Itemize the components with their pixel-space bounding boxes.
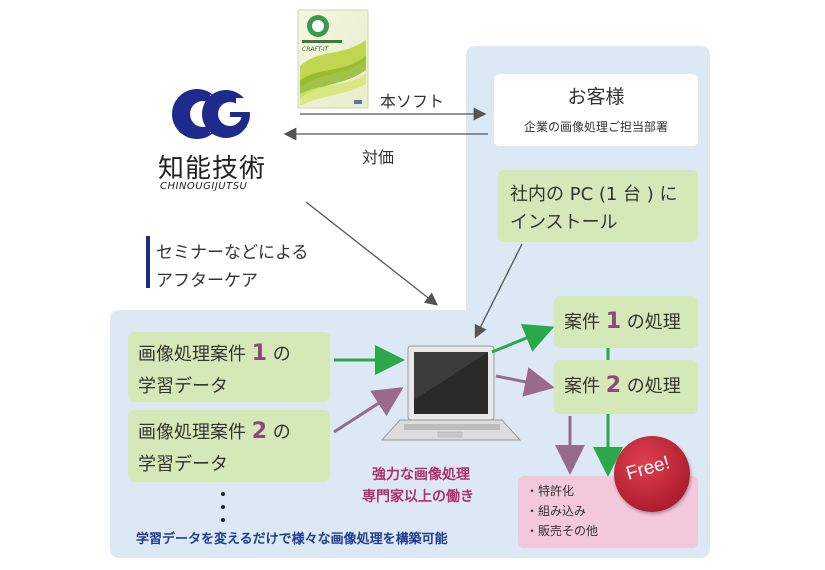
laptop-icon	[380, 345, 522, 441]
free-badge: Free!	[614, 436, 690, 512]
software-flow-label: 本ソフト	[380, 92, 445, 111]
case-box-2: 案件 2 の処理	[554, 360, 698, 414]
case-box-1: 案件 1 の処理	[554, 296, 698, 348]
case-2-number: 2	[605, 373, 622, 398]
free-badge-label: Free!	[623, 452, 673, 485]
install-line1: 社内の PC (1 台 ) に	[510, 184, 678, 205]
training-2-line1: 画像処理案件 2 の	[138, 419, 291, 444]
client-subtitle: 企業の画像処理ご担当部署	[523, 120, 668, 134]
install-line2: インストール	[510, 212, 618, 233]
training-1-line1: 画像処理案件 1 の	[138, 341, 291, 366]
case-1-label: 案件 1 の処理	[564, 309, 681, 334]
payment-flow-label: 対価	[362, 148, 395, 167]
aftercare-line2: アフターケア	[156, 271, 258, 291]
free-item-2: ・組み込み	[526, 504, 587, 518]
training-data-box-2: 画像処理案件 2 の 学習データ	[128, 410, 330, 482]
case-1-number: 1	[605, 309, 622, 334]
company-name-en: CHINOUGIJUTSU	[160, 181, 248, 192]
company-logo-icon	[172, 89, 252, 139]
product-box-icon	[297, 9, 369, 109]
install-box: 社内の PC (1 台 ) に インストール	[498, 170, 698, 242]
training-1-line2: 学習データ	[138, 376, 228, 397]
company-name-jp: 知能技術	[158, 154, 267, 184]
product-box-label: CRAFT-IT	[302, 46, 329, 53]
training-2-number: 2	[251, 419, 268, 444]
training-1-number: 1	[251, 341, 268, 366]
training-data-box-1: 画像処理案件 1 の 学習データ	[128, 332, 330, 402]
free-item-3: ・販売その他	[526, 524, 599, 538]
laptop-caption-line2: 専門家以上の働き	[362, 489, 474, 505]
aftercare-line1: セミナーなどによる	[156, 243, 309, 263]
laptop-caption-line1: 強力な画像処理	[372, 467, 470, 483]
training-2-line2: 学習データ	[138, 454, 228, 475]
client-title: お客様	[567, 86, 625, 108]
case-2-label: 案件 2 の処理	[564, 373, 681, 398]
bottom-caption: 学習データを変えるだけで様々な画像処理を構築可能	[136, 532, 448, 547]
free-item-1: ・特許化	[526, 484, 575, 498]
client-box: お客様 企業の画像処理ご担当部署	[494, 74, 698, 146]
